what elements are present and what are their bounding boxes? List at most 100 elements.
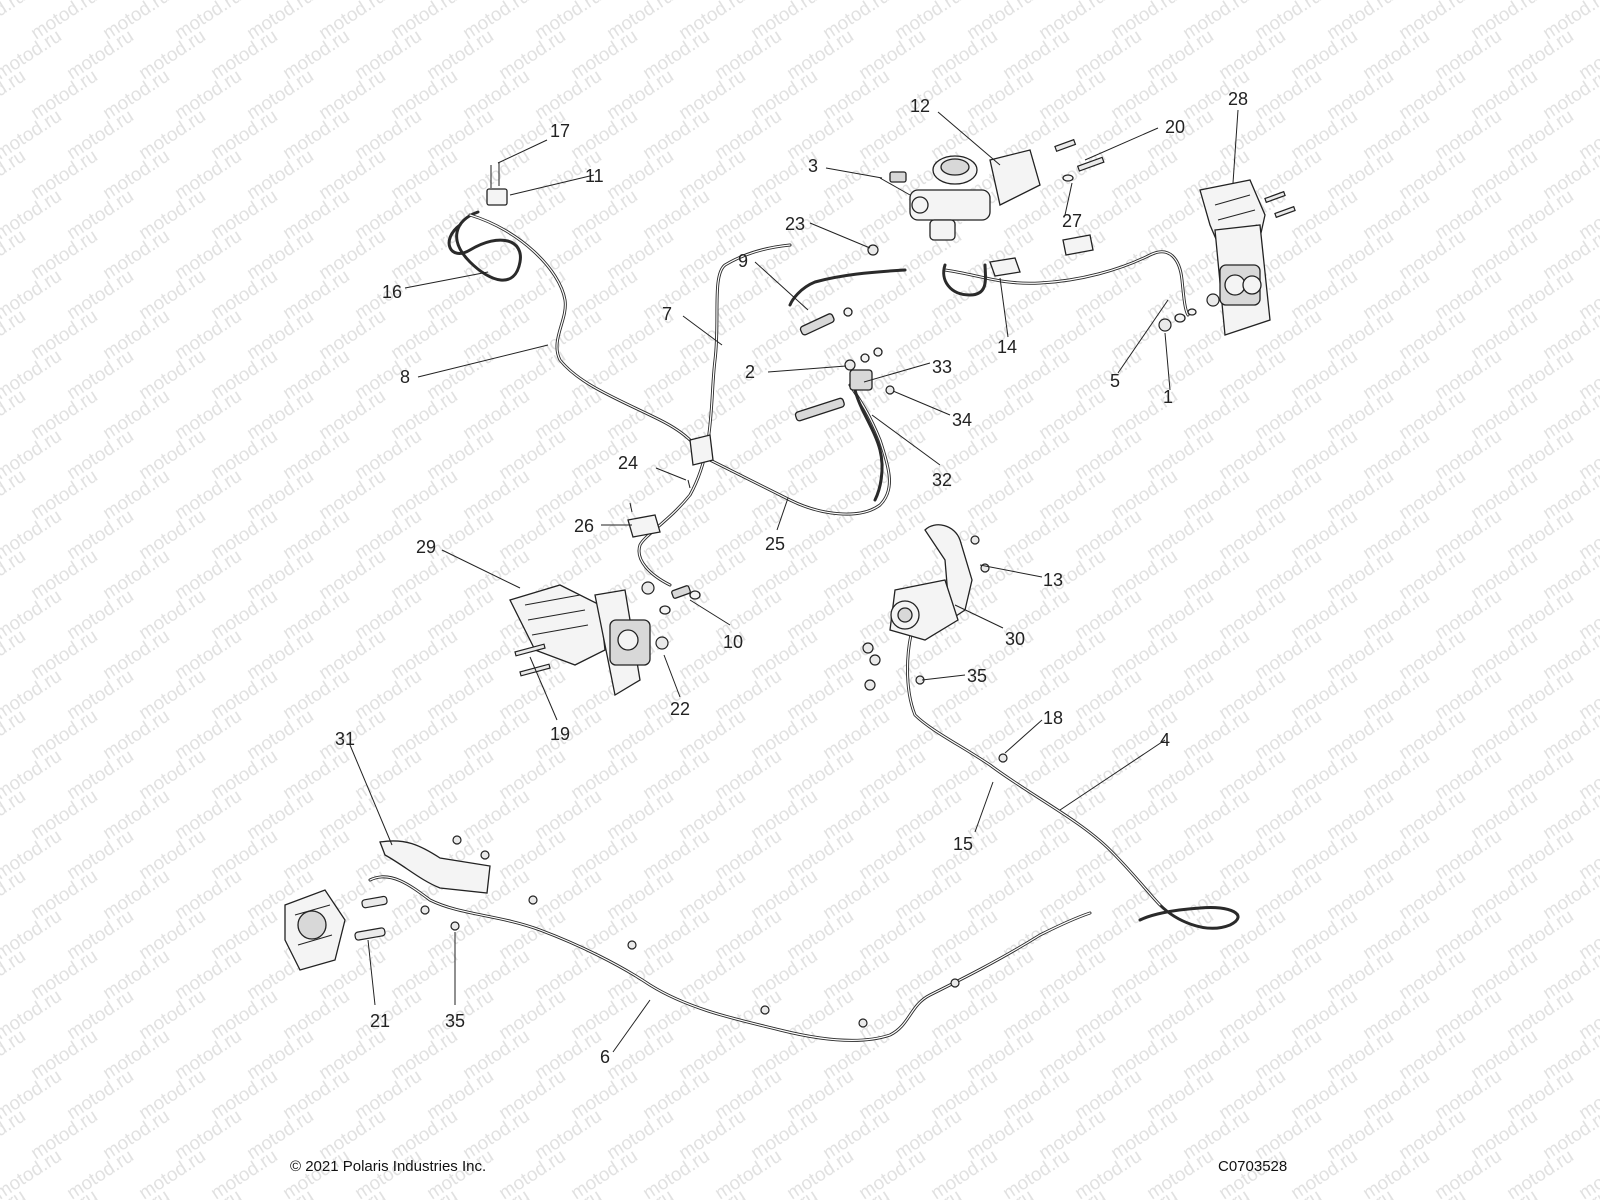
callout-10: 10: [723, 632, 743, 652]
watermark-text: motod.ru: [0, 66, 30, 124]
callout-23: 23: [785, 214, 805, 234]
screw-26: [629, 502, 633, 513]
watermark-text: motod.ru: [1503, 1146, 1577, 1200]
callout-14: 14: [997, 337, 1017, 357]
clip-18: [998, 753, 1008, 763]
watermark-text: motod.ru: [135, 1146, 209, 1200]
watermark-text: motod.ru: [0, 306, 30, 364]
bolt-34: [885, 385, 895, 395]
callout-8: 8: [400, 367, 410, 387]
caliper-28: [1199, 179, 1271, 336]
washer-33b: [873, 347, 883, 357]
callout-30: 30: [1005, 629, 1025, 649]
clip-26: [627, 514, 661, 538]
watermark-text: motod.ru: [0, 0, 30, 44]
washer-1b: [1187, 308, 1197, 316]
callout-26: 26: [574, 516, 594, 536]
washer-10b: [689, 590, 701, 600]
washer-27: [1062, 174, 1074, 182]
bolt-1b: [1206, 293, 1220, 307]
callout-34: 34: [952, 410, 972, 430]
watermark-text: motod.ru: [0, 226, 30, 284]
brake-line-9: [788, 268, 907, 307]
screw-24: [687, 479, 691, 489]
caliper-rear-left: [284, 889, 346, 971]
bolt-13: [970, 535, 980, 545]
clip-6c: [627, 940, 637, 950]
bolt-30c: [864, 679, 876, 691]
callout-16: 16: [382, 282, 402, 302]
bolt-30a: [862, 642, 874, 654]
watermark-text: motod.ru: [0, 146, 30, 204]
clip-31a: [452, 835, 462, 845]
watermark-text: motod.ru: [567, 1146, 641, 1200]
callout-6: 6: [600, 1047, 610, 1067]
bolt-2: [844, 359, 856, 371]
clip-6b: [420, 905, 430, 915]
watermark-text: motod.ru: [0, 866, 30, 924]
callout-24: 24: [618, 453, 638, 473]
bolt-28b: [1274, 205, 1296, 219]
bolt-22: [655, 636, 669, 650]
callout-22: 22: [670, 699, 690, 719]
callout-31: 31: [335, 729, 355, 749]
watermark-text: motod.ru: [0, 626, 30, 684]
bolt-1: [1158, 318, 1172, 332]
callout-21: 21: [370, 1011, 390, 1031]
callout-12: 12: [910, 96, 930, 116]
callout-35-upper: 35: [967, 666, 987, 686]
watermark-text: motod.ru: [63, 1146, 137, 1200]
callout-29: 29: [416, 537, 436, 557]
nut-23: [867, 244, 879, 256]
bolt-21b: [361, 895, 388, 909]
watermark-text: motod.ru: [855, 1146, 929, 1200]
caliper-30: [889, 524, 973, 641]
fitting-10: [671, 585, 691, 599]
watermark-text: motod.ru: [999, 1146, 1073, 1200]
fitting-9: [799, 313, 835, 336]
watermark-text: motod.ru: [0, 786, 30, 844]
clip-6d: [760, 1005, 770, 1015]
callout-28: 28: [1228, 89, 1248, 109]
watermark-text: motod.ru: [1575, 0, 1600, 4]
brake-lines: [368, 210, 1240, 1042]
bolt-21: [354, 927, 386, 941]
watermark-text: motod.ru: [0, 706, 30, 764]
bolt-30b: [869, 654, 881, 666]
watermark-text: motod.ru: [0, 386, 30, 444]
clip-35-lower: [450, 921, 460, 931]
watermark-text: motod.ru: [1071, 1146, 1145, 1200]
watermark-text: motod.ru: [0, 1026, 30, 1084]
washer-9: [843, 307, 853, 317]
bracket-31: [379, 840, 491, 894]
bolt-20: [1054, 138, 1077, 153]
brake-hose-14: [942, 263, 988, 297]
clip-14: [1062, 234, 1094, 256]
master-cylinder-12: [909, 149, 1041, 241]
callout-7: 7: [662, 304, 672, 324]
callout-25: 25: [765, 534, 785, 554]
washer-10: [659, 605, 671, 615]
callout-2: 2: [745, 362, 755, 382]
watermark-text: motod.ru: [207, 1146, 281, 1200]
clip-6a: [528, 895, 538, 905]
watermark-text: motod.ru: [1359, 1146, 1433, 1200]
watermark-text: motod.ru: [1287, 1146, 1361, 1200]
callout-labels: 1 2 3 4 5 6 7 8 9 10 11 12 13 14 15 16 1…: [335, 89, 1248, 1067]
callout-17: 17: [550, 121, 570, 141]
fitting-2: [794, 397, 845, 422]
clamp-8: [689, 434, 714, 466]
junction-block-2: [849, 369, 873, 391]
watermark-text: motod.ru: [1431, 1146, 1505, 1200]
callout-18: 18: [1043, 708, 1063, 728]
clip-6f: [950, 978, 960, 988]
callout-32: 32: [932, 470, 952, 490]
brake-line-32: [853, 388, 884, 502]
bolt-28a: [1264, 190, 1286, 204]
callout-27: 27: [1062, 211, 1082, 231]
bolt-19: [514, 643, 546, 657]
callout-15: 15: [953, 834, 973, 854]
bracket-14: [989, 257, 1021, 277]
